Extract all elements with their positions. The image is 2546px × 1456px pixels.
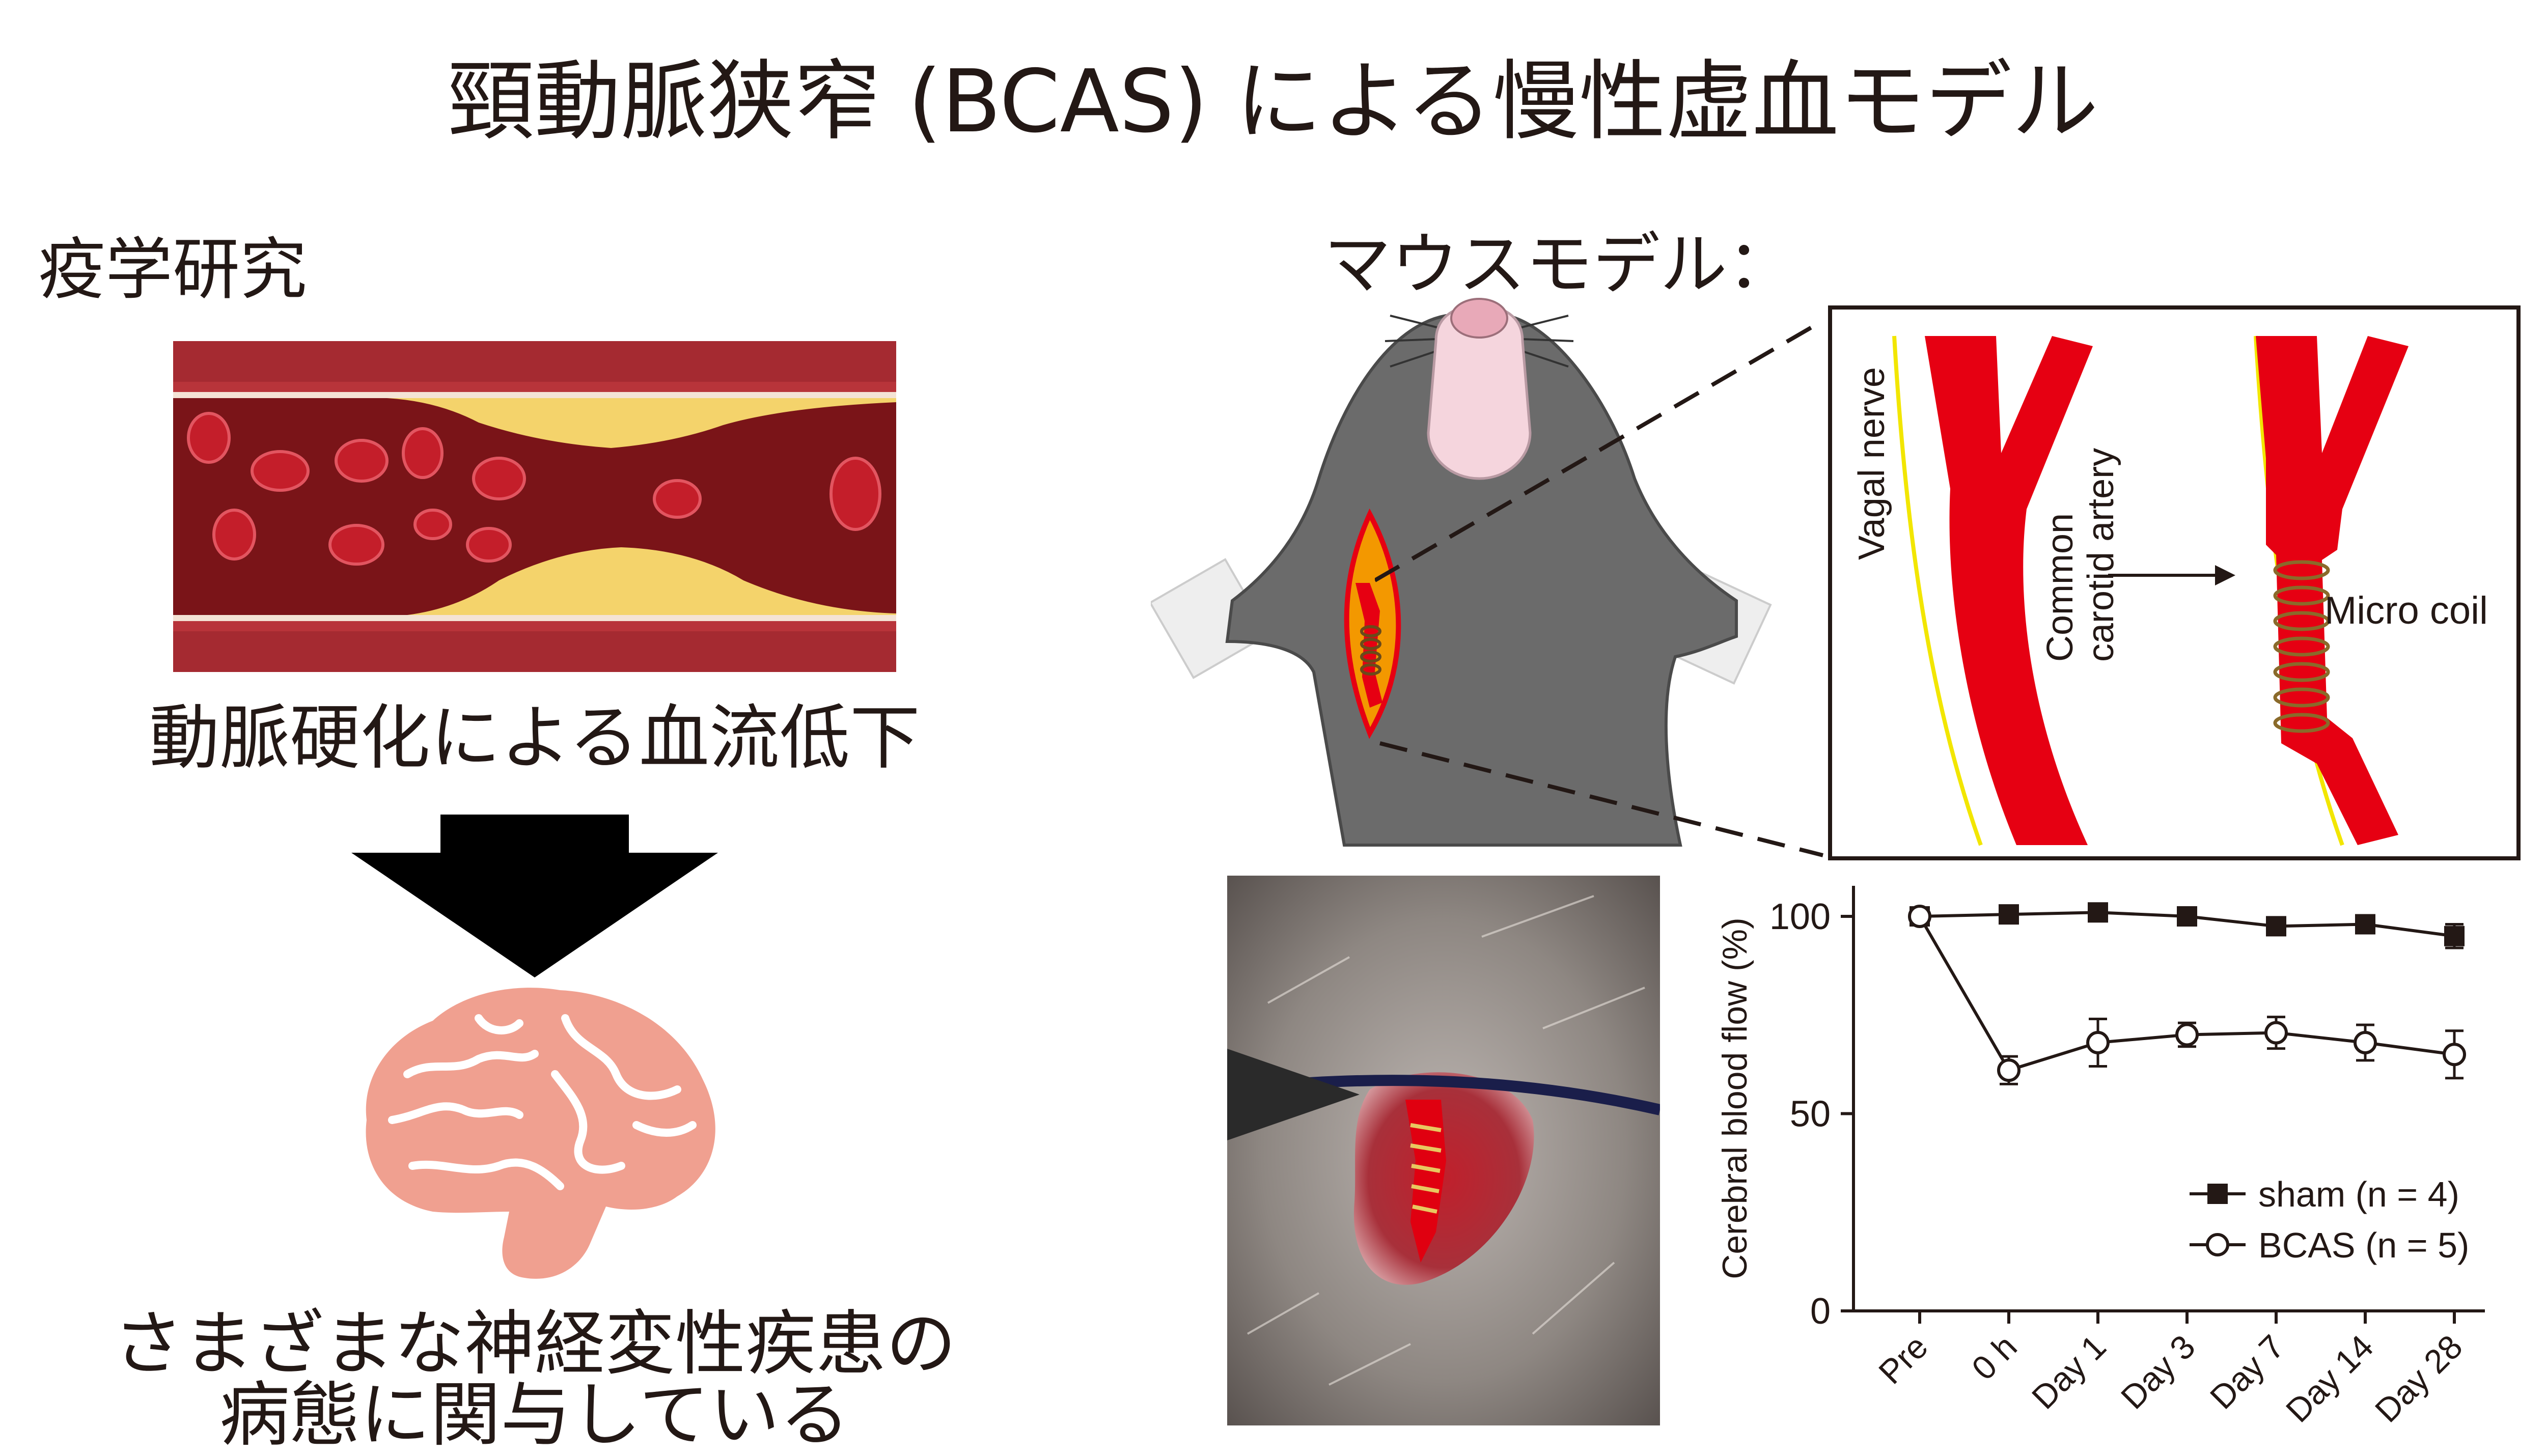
x-tick-label: Day 1 bbox=[2025, 1328, 2113, 1416]
data-point-sham bbox=[1999, 904, 2019, 925]
data-point-bcas bbox=[2443, 1043, 2466, 1067]
carotid-artery-normal bbox=[1925, 336, 2093, 845]
x-tick-label: Day 3 bbox=[2114, 1328, 2202, 1416]
common-label: Common bbox=[2040, 513, 2081, 662]
carotid-artery-label: carotid artery bbox=[2081, 448, 2121, 662]
y-tick-label: 0 bbox=[1810, 1291, 1831, 1332]
x-tick-label: Day 28 bbox=[2368, 1328, 2470, 1430]
page-title: 頸動脈狭窄 (BCAS) による慢性虚血モデル bbox=[447, 51, 2099, 152]
x-tick-label: Pre bbox=[1871, 1328, 1935, 1391]
exposed-artery bbox=[1355, 583, 1382, 708]
data-point-sham bbox=[2355, 914, 2375, 935]
y-axis-label: Cerebral blood flow (%) bbox=[1715, 917, 1754, 1279]
legend-marker-sham bbox=[2207, 1184, 2228, 1204]
legend-label: sham (n = 4) bbox=[2258, 1174, 2459, 1214]
data-point-sham bbox=[2266, 916, 2286, 937]
data-point-sham bbox=[2444, 926, 2465, 946]
photo-wound bbox=[1353, 1072, 1534, 1285]
legend-label: BCAS (n = 5) bbox=[2258, 1225, 2469, 1265]
data-point-sham bbox=[2177, 906, 2197, 927]
brain-icon bbox=[366, 988, 715, 1279]
photo-micro-coil bbox=[1410, 1123, 1442, 1214]
transition-arrow-head bbox=[2215, 565, 2235, 585]
vagal-nerve-label: Vagal nerve bbox=[1851, 367, 1892, 560]
mouse-body bbox=[1225, 314, 1738, 847]
brain-shape bbox=[366, 988, 715, 1279]
x-tick-label: Day 14 bbox=[2279, 1328, 2381, 1430]
data-point-bcas bbox=[2264, 1021, 2288, 1045]
surgery-photo bbox=[1227, 876, 1660, 1425]
inset-frame bbox=[1828, 305, 2521, 860]
legend-marker-bcas bbox=[2206, 1233, 2229, 1256]
plaque-bottom bbox=[173, 547, 896, 615]
photo-forceps bbox=[1227, 1049, 1360, 1140]
data-point-bcas bbox=[2086, 1031, 2110, 1054]
disease-caption-line2: 病態に関与している bbox=[219, 1374, 850, 1456]
data-point-bcas bbox=[2175, 1023, 2199, 1047]
photo-artery bbox=[1405, 1100, 1446, 1263]
x-tick-label: 0 h bbox=[1964, 1328, 2024, 1387]
mouse-model-heading: マウスモデル： bbox=[1324, 226, 1794, 304]
y-tick-label: 50 bbox=[1790, 1094, 1831, 1135]
micro-coil-label: Micro coil bbox=[2324, 589, 2488, 632]
disease-caption-line1: さまざまな神経変性疾患の bbox=[113, 1303, 956, 1385]
down-arrow-icon bbox=[351, 815, 718, 977]
y-tick-label: 100 bbox=[1769, 897, 1831, 937]
data-point-bcas bbox=[1997, 1058, 2021, 1082]
mouse-illustration bbox=[1151, 298, 1772, 847]
data-point-bcas bbox=[2354, 1031, 2377, 1054]
atherosclerosis-artery-illustration bbox=[173, 341, 896, 672]
zoom-lines bbox=[1375, 319, 1824, 857]
carotid-inset-diagram: Vagal nerve Common carotid artery Micro … bbox=[1828, 305, 2521, 860]
epidemiology-heading: 疫学研究 bbox=[38, 231, 307, 309]
micro-coil-icon bbox=[2273, 560, 2330, 733]
vagal-nerve-left bbox=[1892, 335, 1983, 846]
data-point-bcas bbox=[1908, 905, 1931, 928]
artery-caption: 動脈硬化による血流低下 bbox=[149, 697, 920, 779]
mouse-nose bbox=[1450, 298, 1508, 339]
plaque-top bbox=[173, 398, 896, 448]
data-point-sham bbox=[2088, 902, 2108, 923]
carotid-artery-coiled bbox=[2256, 336, 2409, 845]
